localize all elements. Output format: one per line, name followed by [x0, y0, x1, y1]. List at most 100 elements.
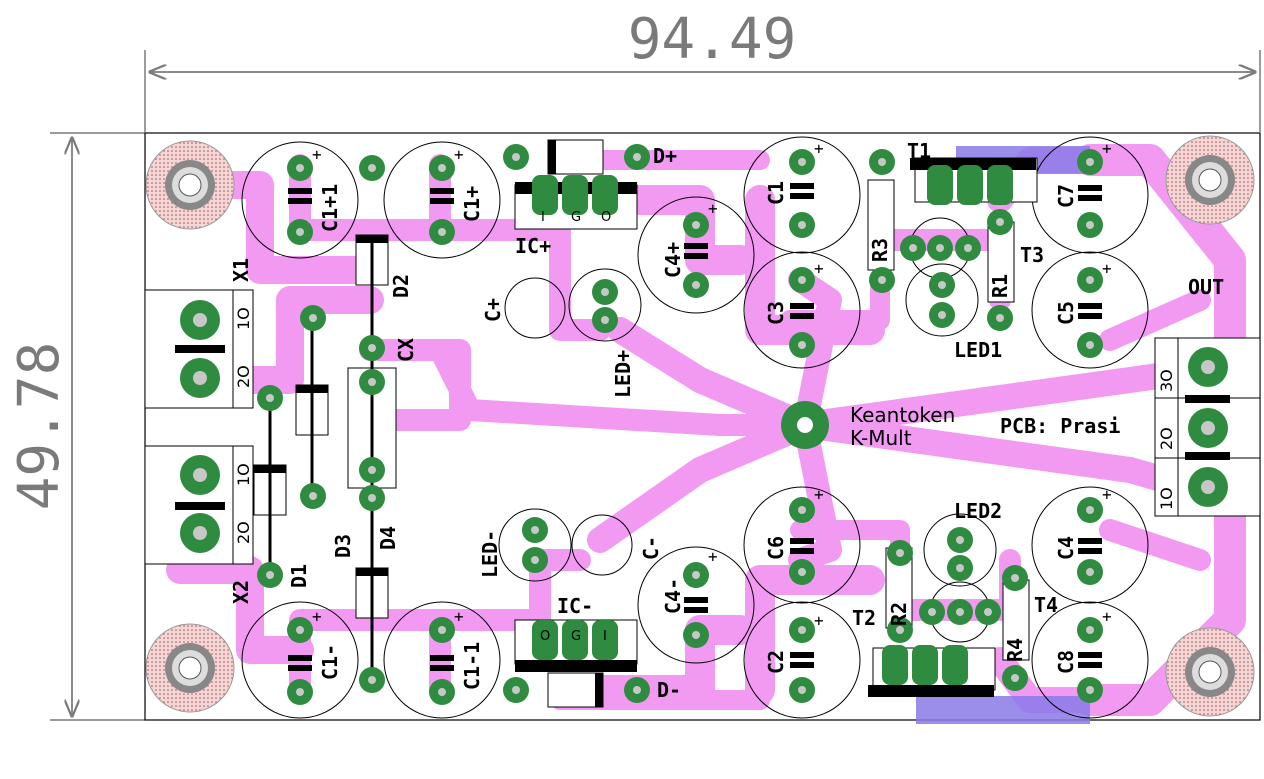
height-dimension: 49.78 [7, 342, 72, 511]
capacitor-polarity-marks [288, 183, 1102, 671]
pad-hole [692, 631, 700, 639]
cap-c1p1-outline [241, 141, 359, 259]
pad-hole [1086, 276, 1094, 284]
pad-hole [996, 314, 1004, 322]
label-dp: D+ [653, 144, 677, 168]
label-ledm: LED- [478, 530, 502, 578]
svg-text:+: + [312, 607, 322, 626]
pad-hole [996, 218, 1004, 226]
component-pads [180, 144, 1228, 705]
label-c8: C8 [1054, 650, 1078, 674]
pad-hole [909, 244, 917, 252]
dimension-lines [50, 50, 1261, 721]
pad-hole [692, 221, 700, 229]
pad-hole [1086, 506, 1094, 514]
pad-hole [896, 626, 904, 634]
ic-pad [562, 620, 588, 660]
pad-hole [266, 394, 274, 402]
label-cm: C- [639, 536, 663, 560]
cap-c6-outline [743, 486, 861, 604]
ic-pad [957, 165, 983, 205]
diode-bodies [253, 139, 604, 708]
cap-c1m1-outline [383, 601, 501, 719]
pad-hole [633, 686, 641, 694]
label-x2: X2 [229, 580, 253, 604]
cap-c4m-outline [637, 546, 755, 664]
terminal-hole [193, 526, 207, 540]
label-c1p: C1+ [460, 186, 484, 222]
svg-text:+: + [1102, 139, 1112, 158]
label-t3: T3 [1020, 243, 1044, 267]
ic-pad [987, 165, 1013, 205]
pad-hole [601, 316, 609, 324]
pad-hole [936, 244, 944, 252]
pad-hole [964, 244, 972, 252]
svg-text:+: + [1102, 607, 1112, 626]
label-c11p: C1+1 [318, 184, 342, 232]
pad-hole [692, 571, 700, 579]
label-r2: R2 [887, 602, 911, 626]
pad-hole [1086, 626, 1094, 634]
ic-pad [927, 165, 953, 205]
svg-text:+: + [814, 259, 824, 278]
cap-c4p-outline [637, 196, 755, 314]
ic-pad [882, 645, 908, 685]
label-out: OUT [1188, 275, 1224, 299]
pad-hole [878, 276, 886, 284]
plus-signs: ++ ++ ++ ++ ++ ++ ++ [312, 139, 1112, 630]
ic-pad [532, 620, 558, 660]
cap-c4-outline [1031, 486, 1149, 604]
svg-text:+: + [312, 145, 322, 164]
ic-pad [912, 645, 938, 685]
cap-c5-outline [1031, 251, 1149, 369]
pad-hole [368, 466, 376, 474]
mounting-hole-bottom-left [145, 623, 235, 713]
pad-hole [956, 536, 964, 544]
central-ground-hole [797, 417, 813, 433]
pad-hole [1086, 221, 1094, 229]
terminal-hole [193, 468, 207, 482]
cap-c3-outline [743, 251, 861, 369]
pad-hole [368, 164, 376, 172]
label-cp: C+ [481, 298, 505, 322]
label-out-pin2: 2O [1157, 427, 1176, 450]
pcb-label: PCB: Prasi [1000, 414, 1120, 438]
label-c4p: C4+ [661, 242, 685, 278]
pad-hole [531, 526, 539, 534]
terminal-hole [193, 313, 207, 327]
label-icm: IC- [557, 594, 593, 618]
label-out-pin3: 3O [1157, 369, 1176, 392]
label-c11m: C1-1 [460, 642, 484, 690]
label-c3: C3 [764, 301, 788, 325]
icm-pin-i: I [603, 629, 607, 644]
cap-c1p-outline [383, 141, 501, 259]
pad-hole [1086, 686, 1094, 694]
label-r1: R1 [988, 274, 1012, 298]
pad-hole [296, 228, 304, 236]
pad-hole [798, 276, 806, 284]
label-c5: C5 [1054, 301, 1078, 325]
svg-text:+: + [454, 607, 464, 626]
ic-pad [532, 175, 558, 215]
ic-pad [562, 175, 588, 215]
label-d3: D3 [331, 534, 355, 558]
icp-pin-o: O [601, 210, 611, 225]
label-led1: LED1 [954, 338, 1002, 362]
pad-hole [938, 311, 946, 319]
svg-text:+: + [814, 485, 824, 504]
pad-hole [896, 549, 904, 557]
label-x2-pin2: 2O [234, 521, 253, 544]
capacitor-outlines [241, 136, 1149, 719]
pad-hole [1011, 674, 1019, 682]
center-text-line2: K-Mult [850, 426, 912, 450]
pad-hole [798, 568, 806, 576]
terminal-hole [193, 371, 207, 385]
label-x1-pin2: 2O [234, 365, 253, 388]
label-icp: IC+ [515, 234, 551, 258]
pad-hole [368, 378, 376, 386]
pad-hole [296, 626, 304, 634]
label-d1: D1 [287, 564, 311, 588]
pad-hole [368, 676, 376, 684]
cap-c8-outline [1031, 601, 1149, 719]
pad-hole [798, 221, 806, 229]
